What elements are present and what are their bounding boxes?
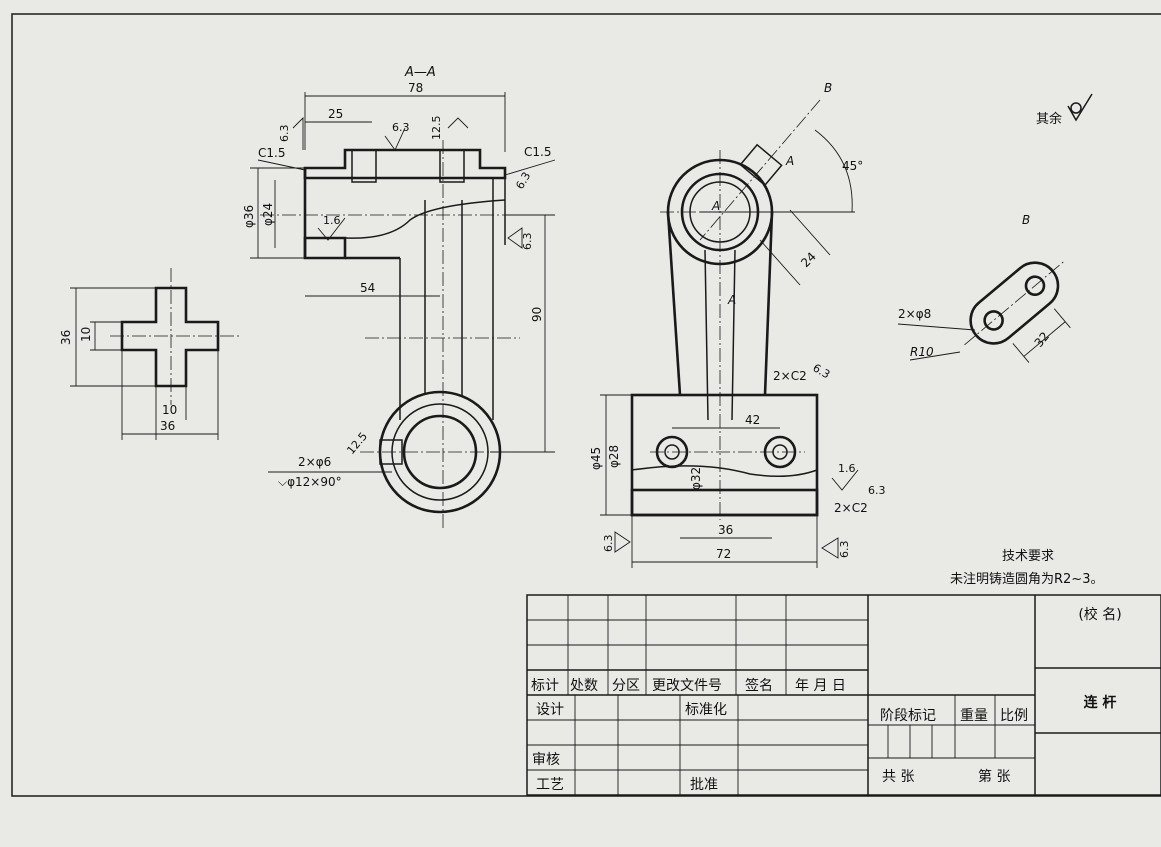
th-count: 处数 xyxy=(570,678,598,694)
roughness-6-3-left: 6.3 xyxy=(278,125,291,143)
roughness-rest-label: 其余 xyxy=(1036,112,1063,127)
hole-callout-2x8: 2×φ8 xyxy=(898,307,931,321)
roughness-12-5-b: 12.5 xyxy=(344,430,370,457)
part-name: 连 杆 xyxy=(1083,695,1117,711)
dim-25: 25 xyxy=(328,107,343,121)
th-doc: 更改文件号 xyxy=(652,678,722,694)
section-view-a-a: A—A 78 25 6.3 12.5 6.3 C1.5 C1.5 6.3 xyxy=(242,65,556,530)
label-stage: 阶段标记 xyxy=(880,708,936,724)
label-design: 设计 xyxy=(536,702,564,718)
roughness-1-6: 1.6 xyxy=(323,214,341,227)
label-process: 工艺 xyxy=(536,777,564,793)
roughness-6-3-c: 6.3 xyxy=(811,361,833,381)
school-name: (校 名) xyxy=(1078,607,1122,623)
th-zone: 分区 xyxy=(612,678,640,694)
label-standard: 标准化 xyxy=(685,702,727,718)
dim-78: 78 xyxy=(408,81,423,95)
angle-45: 45° xyxy=(842,159,863,173)
section-label: A—A xyxy=(404,65,436,80)
th-date: 年 月 日 xyxy=(795,678,846,694)
dim-cross-10: 10 xyxy=(79,327,93,342)
dim-cross-36: 36 xyxy=(59,330,73,345)
dim-dia-32: φ32 xyxy=(689,467,703,490)
dim-90: 90 xyxy=(530,307,544,322)
hole-callout-2x6: 2×φ6 xyxy=(298,455,331,469)
dim-54: 54 xyxy=(360,281,375,295)
label-approve: 批准 xyxy=(690,777,718,793)
th-sign: 签名 xyxy=(745,678,773,694)
view-b-label: B xyxy=(1022,213,1030,227)
sheet-border xyxy=(11,13,1161,797)
dim-dia-24: φ24 xyxy=(261,203,275,226)
chamfer-2xc2-top: 2×C2 xyxy=(773,369,807,383)
radius-r10: R10 xyxy=(910,345,934,359)
section-arrow-a: A xyxy=(785,154,794,168)
chamfer-c1-5-right: C1.5 xyxy=(524,145,551,159)
dim-42: 42 xyxy=(745,413,760,427)
tech-req-line: 未注明铸造圆角为R2~3。 xyxy=(950,572,1104,587)
roughness-6-3-d: 6.3 xyxy=(868,484,886,497)
dim-dia-28: φ28 xyxy=(607,445,621,468)
roughness-6-3-e: 6.3 xyxy=(602,535,615,553)
label-weight: 重量 xyxy=(960,708,988,724)
roughness-12-5: 12.5 xyxy=(430,116,443,141)
dim-72: 72 xyxy=(716,547,731,561)
front-view: 45° B A A A 24 2×C2 6.3 42 φ45 φ28 φ32 1… xyxy=(589,81,886,568)
chamfer-2xc2-bottom: 2×C2 xyxy=(834,501,868,515)
title-block-grid xyxy=(526,594,1161,796)
th-mark: 标计 xyxy=(531,678,559,694)
dim-dia-36: φ36 xyxy=(242,205,256,228)
tech-req-title: 技术要求 xyxy=(1002,549,1055,564)
cross-section: 36 10 10 36 xyxy=(59,268,242,440)
countersink-callout: ⌵φ12×90° xyxy=(278,475,342,489)
dim-24: 24 xyxy=(798,249,819,270)
roughness-6-3-side: 6.3 xyxy=(521,233,534,251)
dim-cross-10b: 10 xyxy=(162,403,177,417)
roughness-1-6-b: 1.6 xyxy=(838,462,856,475)
label-scale: 比例 xyxy=(1000,708,1028,724)
view-b: B 2×φ8 R10 32 xyxy=(897,213,1071,363)
center-a: A xyxy=(711,199,720,213)
roughness-6-3-f: 6.3 xyxy=(838,541,851,559)
label-review: 审核 xyxy=(532,752,560,768)
label-sheet: 第 张 xyxy=(978,769,1011,785)
roughness-6-3-right: 6.3 xyxy=(513,170,533,192)
roughness-symbol-rest xyxy=(1067,93,1093,122)
roughness-6-3: 6.3 xyxy=(392,121,410,134)
section-arrow-a-lower: A xyxy=(727,293,736,307)
dim-cross-36b: 36 xyxy=(160,419,175,433)
label-total: 共 张 xyxy=(882,769,915,785)
chamfer-c1-5-left: C1.5 xyxy=(258,146,285,160)
view-arrow-b: B xyxy=(824,81,832,95)
dim-dia-45: φ45 xyxy=(589,447,603,470)
dim-36: 36 xyxy=(718,523,733,537)
